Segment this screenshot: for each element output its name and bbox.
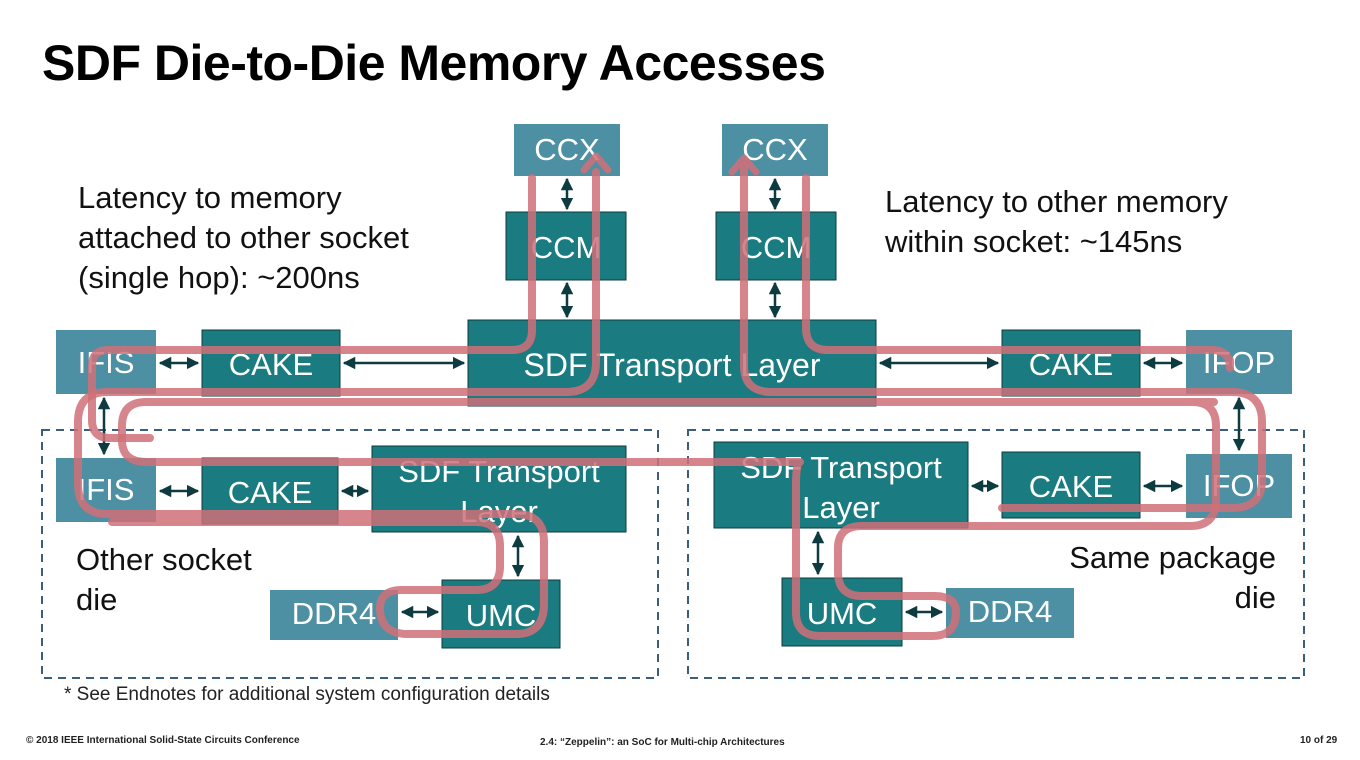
label-line: Same package <box>1069 540 1276 575</box>
label-line: die <box>1234 580 1276 615</box>
slide-title: SDF Die-to-Die Memory Accesses <box>42 35 826 91</box>
access-path-arrowhead-right <box>728 154 760 176</box>
svg-text:SDF Transport Layer: SDF Transport Layer <box>524 347 821 383</box>
svg-text:DDR4: DDR4 <box>968 594 1052 629</box>
access-path-same-socket-down <box>802 174 1234 372</box>
note-line: attached to other socket <box>78 220 409 255</box>
svg-text:UMC: UMC <box>807 596 878 631</box>
endnote: * See Endnotes for additional system con… <box>64 684 550 705</box>
ifis-top-block: IFIS <box>56 330 156 394</box>
footer-paper-title: 2.4: “Zeppelin”: an SoC for Multi-chip A… <box>540 737 785 748</box>
note-line: Latency to memory <box>78 180 342 215</box>
footer-conference: © 2018 IEEE International Solid-State Ci… <box>26 735 300 746</box>
svg-text:CAKE: CAKE <box>1029 469 1113 504</box>
same-package-die-label: Same package die <box>1000 538 1276 618</box>
note-line: (single hop): ~200ns <box>78 260 360 295</box>
svg-text:CCX: CCX <box>742 132 808 167</box>
footer-page-number: 10 of 29 <box>1300 735 1338 746</box>
ifop-top-block: IFOP <box>1186 330 1292 394</box>
svg-text:Layer: Layer <box>802 490 880 525</box>
cake-top-left-block: CAKE <box>201 329 341 397</box>
ccm-left-block: CCM <box>505 211 627 281</box>
svg-text:DDR4: DDR4 <box>292 596 376 631</box>
latency-same-socket-note: Latency to other memory within socket: ~… <box>885 182 1228 262</box>
other-socket-die-region <box>41 429 659 679</box>
access-path-other-socket <box>74 168 600 638</box>
note-line: within socket: ~145ns <box>885 224 1183 259</box>
cake-top-right-block: CAKE <box>1001 329 1141 397</box>
access-path-other-socket-return <box>88 174 536 442</box>
latency-other-socket-note: Latency to memory attached to other sock… <box>78 178 409 298</box>
access-path-same-socket-loop <box>118 398 1220 640</box>
other-socket-die-label: Other socket die <box>76 540 252 620</box>
svg-text:CCM: CCM <box>741 230 812 265</box>
note-line: Latency to other memory <box>885 184 1228 219</box>
label-line: Other socket <box>76 542 252 577</box>
access-path-same-socket <box>740 162 1266 512</box>
svg-text:UMC: UMC <box>466 598 537 633</box>
svg-text:IFIS: IFIS <box>78 472 135 507</box>
label-line: die <box>76 582 118 617</box>
access-path-arrowhead-left <box>580 152 612 174</box>
svg-text:CAKE: CAKE <box>228 475 312 510</box>
ccm-right-block: CCM <box>715 211 837 281</box>
ddr4-right-block: DDR4 <box>946 588 1074 638</box>
svg-text:CCM: CCM <box>531 230 602 265</box>
same-package-die-region <box>687 429 1305 679</box>
connector-arrows <box>97 177 1246 619</box>
sdf-transport-layer-bottom-right: SDF Transport Layer <box>713 441 969 529</box>
svg-text:SDF Transport: SDF Transport <box>740 450 942 485</box>
